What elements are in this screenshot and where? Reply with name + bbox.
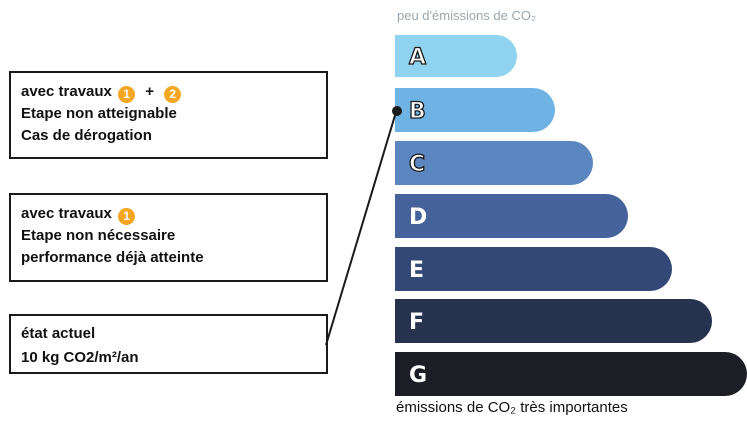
- top-caption: peu d'émissions de CO₂: [397, 8, 537, 23]
- class-bar-shape: [395, 141, 593, 185]
- step-1-badge-icon: 1: [118, 86, 136, 103]
- pointer-dot: [392, 106, 402, 116]
- class-letter-d: D: [409, 205, 427, 230]
- class-bar-shape: [395, 194, 628, 238]
- label-avec-travaux: avec travaux: [21, 83, 112, 100]
- label-avec-travaux: avec travaux: [21, 205, 112, 222]
- class-bar-b: B: [395, 88, 555, 132]
- step-2-badge-icon: 2: [164, 86, 182, 103]
- class-bar-f: F: [395, 299, 712, 343]
- class-letter-f: F: [409, 310, 424, 335]
- class-bar-d: D: [395, 194, 628, 238]
- plus-sign: +: [145, 83, 155, 100]
- class-letter-b: B: [409, 99, 426, 124]
- box-line-3: performance déjà atteinte: [21, 249, 204, 266]
- class-letter-c: C: [409, 152, 425, 177]
- class-bar-e: E: [395, 247, 672, 291]
- class-bar-shape: [395, 352, 747, 396]
- bottom-caption: émissions de CO₂ très importantes: [396, 399, 628, 416]
- box-avec-travaux-1-2: avec travaux 1 + 2 Etape non atteignable…: [9, 71, 328, 159]
- class-letter-g: G: [409, 363, 427, 388]
- box-avec-travaux-1: avec travaux 1 Etape non nécessaire perf…: [9, 193, 328, 282]
- class-bar-c: C: [395, 141, 593, 185]
- box-line-2: Etape non nécessaire: [21, 227, 176, 244]
- box-title: avec travaux 1: [21, 203, 316, 225]
- class-bar-a: A: [395, 35, 517, 77]
- class-bar-shape: [395, 299, 712, 343]
- box-etat-actuel: état actuel 10 kg CO2/m²/an: [9, 314, 328, 374]
- step-1-badge-icon: 1: [118, 208, 136, 225]
- box-line-2: Etape non atteignable: [21, 105, 177, 122]
- pointer-line: [325, 111, 397, 346]
- class-bar-shape: [395, 35, 517, 77]
- class-letter-e: E: [409, 258, 424, 283]
- class-letter-a: A: [409, 45, 426, 70]
- box-line-3: Cas de dérogation: [21, 127, 152, 144]
- class-bar-g: G: [395, 352, 747, 396]
- class-bar-shape: [395, 88, 555, 132]
- emission-value: 10 kg CO2/m²/an: [21, 349, 139, 366]
- box-title: avec travaux 1 + 2: [21, 81, 316, 103]
- class-bar-shape: [395, 247, 672, 291]
- etat-actuel-label: état actuel: [21, 325, 96, 342]
